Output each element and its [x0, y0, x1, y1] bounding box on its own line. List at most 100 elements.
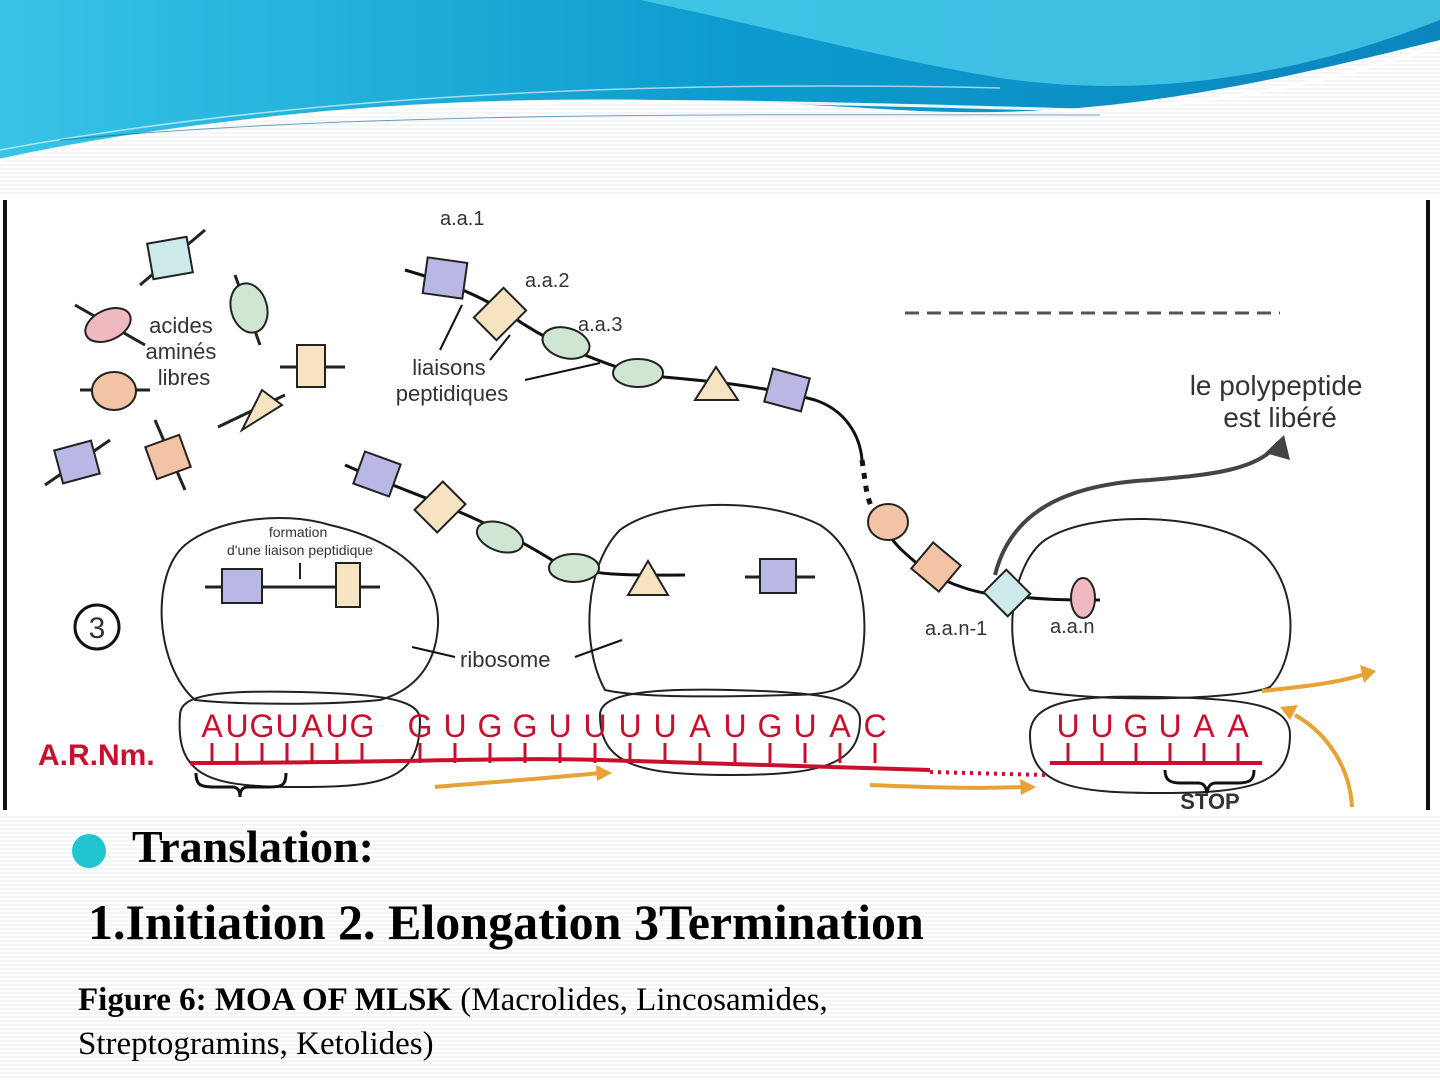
release-arrow-head — [1265, 435, 1290, 460]
codon-letter: G — [1124, 708, 1149, 744]
codon-letter: G — [513, 708, 538, 744]
mid-chain-cream-rect — [413, 480, 467, 534]
codon-letter: U — [1056, 708, 1079, 744]
ribosome-pointer-2 — [574, 639, 623, 658]
mid-chain-cream-triangle — [626, 559, 670, 596]
step-number-circle — [73, 603, 121, 651]
free-amino-acid-peach-circle — [80, 371, 150, 411]
codon-letter: U — [325, 708, 348, 744]
mrna-strand — [189, 757, 931, 772]
aan-minus-1-label: a.a.n-1 — [925, 618, 987, 640]
codon-letter: G — [408, 708, 433, 744]
codon-brace-start — [194, 772, 288, 798]
step-number: 3 — [89, 612, 106, 645]
polypeptide-released-label: le polypeptide est libéré — [1190, 370, 1371, 433]
figure-caption-text: (Macrolides, Lincosamides, Streptogramin… — [78, 982, 828, 1062]
free-amino-acid-pink-oval — [74, 303, 146, 347]
free-amino-acid-peach-square — [143, 419, 193, 491]
codon-letter: A — [689, 708, 711, 744]
movement-arrow-4 — [1294, 713, 1354, 808]
free-amino-acid-mint-oval — [229, 274, 269, 346]
chain-mint-oval — [612, 358, 664, 388]
free-amino-acid-cream-triangle — [217, 388, 286, 433]
mid-chain-mint-oval-2 — [548, 553, 600, 583]
ribosome-3-large-subunit — [1011, 517, 1292, 700]
codon-letter: G — [250, 708, 275, 744]
codon-letter: U — [583, 708, 606, 744]
chain-lavender-square — [763, 367, 811, 413]
terminal-pink-oval — [1070, 577, 1096, 619]
free-amino-acids-label: acides aminés libres — [145, 313, 222, 390]
incoming-lavender-square — [759, 558, 797, 594]
bond-formation-lavender-square — [221, 568, 263, 604]
aa2-label: a.a.2 — [525, 270, 569, 292]
chain-aa2-cream-rect — [472, 286, 528, 342]
aa3-label: a.a.3 — [578, 314, 622, 336]
codon-letter: U — [225, 708, 248, 744]
chain-cream-triangle — [693, 365, 740, 401]
codon-letter: A — [1193, 708, 1215, 744]
translation-diagram: acides aminés libres a.a.1 a.a.2 a.a.3 l… — [0, 195, 1440, 815]
movement-arrow-1 — [434, 771, 601, 789]
codon-letter: A — [201, 708, 223, 744]
terminal-peach-square — [909, 540, 963, 594]
codon-brace-stop — [1163, 769, 1256, 794]
movement-arrow-3 — [1261, 671, 1369, 693]
free-amino-acid-cream-rect — [280, 344, 345, 388]
figure-caption: Figure 6: MOA OF MLSK (Macrolides, Linco… — [78, 978, 958, 1066]
free-amino-acid-lavender-square — [44, 438, 111, 487]
codon-letter: U — [618, 708, 641, 744]
mid-chain-lavender-square — [352, 450, 402, 498]
free-amino-acid-aqua-square — [139, 228, 206, 287]
codon-letter: G — [758, 708, 783, 744]
peptide-bond-pointer-1 — [439, 304, 463, 351]
chain-aa1-lavender-square — [421, 256, 469, 300]
codon-letter: U — [443, 708, 466, 744]
bond-formation-label: formation d'une liaison peptidique — [227, 524, 373, 558]
peptide-bond-pointer-3 — [524, 362, 601, 381]
header-wave-decoration — [0, 0, 1440, 162]
terminal-peach-circle — [867, 503, 909, 541]
codon-letter: A — [829, 708, 851, 744]
codon-letter: U — [723, 708, 746, 744]
terminal-peptide-chain — [878, 519, 1101, 602]
codon-letter: U — [653, 708, 676, 744]
codon-letter: U — [548, 708, 571, 744]
movement-arrow-2 — [869, 783, 1026, 790]
movement-arrow-1-head — [596, 765, 612, 781]
ribosome-1-large-subunit — [160, 516, 440, 705]
movement-arrow-3-head — [1360, 665, 1376, 683]
peptide-bond-pointer-2 — [489, 334, 511, 361]
codon-letter: A — [1227, 708, 1249, 744]
codon-letter: U — [1090, 708, 1113, 744]
translation-steps: 1.Initiation 2. Elongation 3Termination — [88, 894, 924, 950]
codon-letter: U — [1158, 708, 1181, 744]
chain-aa3-mint-oval — [541, 326, 591, 360]
ribosome-label: ribosome — [460, 647, 550, 672]
mid-chain-mint-oval-1 — [475, 520, 525, 554]
ribosome-3-small-subunit — [1028, 695, 1292, 795]
aa1-label: a.a.1 — [440, 208, 484, 230]
bullet-dot — [72, 834, 106, 868]
codon-letter: U — [275, 708, 298, 744]
mrna-label: A.R.Nm. — [38, 739, 155, 772]
movement-arrow-4-head — [1280, 705, 1298, 720]
middle-peptide-chain — [344, 463, 686, 577]
ribosome-2-small-subunit — [598, 688, 862, 777]
bond-formation-cream-rect — [335, 562, 361, 608]
aan-label: a.a.n — [1050, 616, 1094, 638]
codon-letter: G — [478, 708, 503, 744]
bullet-title: Translation: — [132, 821, 374, 872]
ribosome-pointer-1 — [411, 646, 456, 658]
codon-letter: C — [863, 708, 886, 744]
mrna-dotted-section — [929, 770, 1046, 777]
codon-letter: A — [301, 708, 323, 744]
codon-letter: U — [793, 708, 816, 744]
release-arrow — [993, 441, 1280, 576]
ribosome-2-large-subunit — [588, 503, 866, 698]
stop-label: STOP — [1180, 789, 1240, 814]
peptide-bonds-label: liaisons peptidiques — [396, 355, 509, 406]
